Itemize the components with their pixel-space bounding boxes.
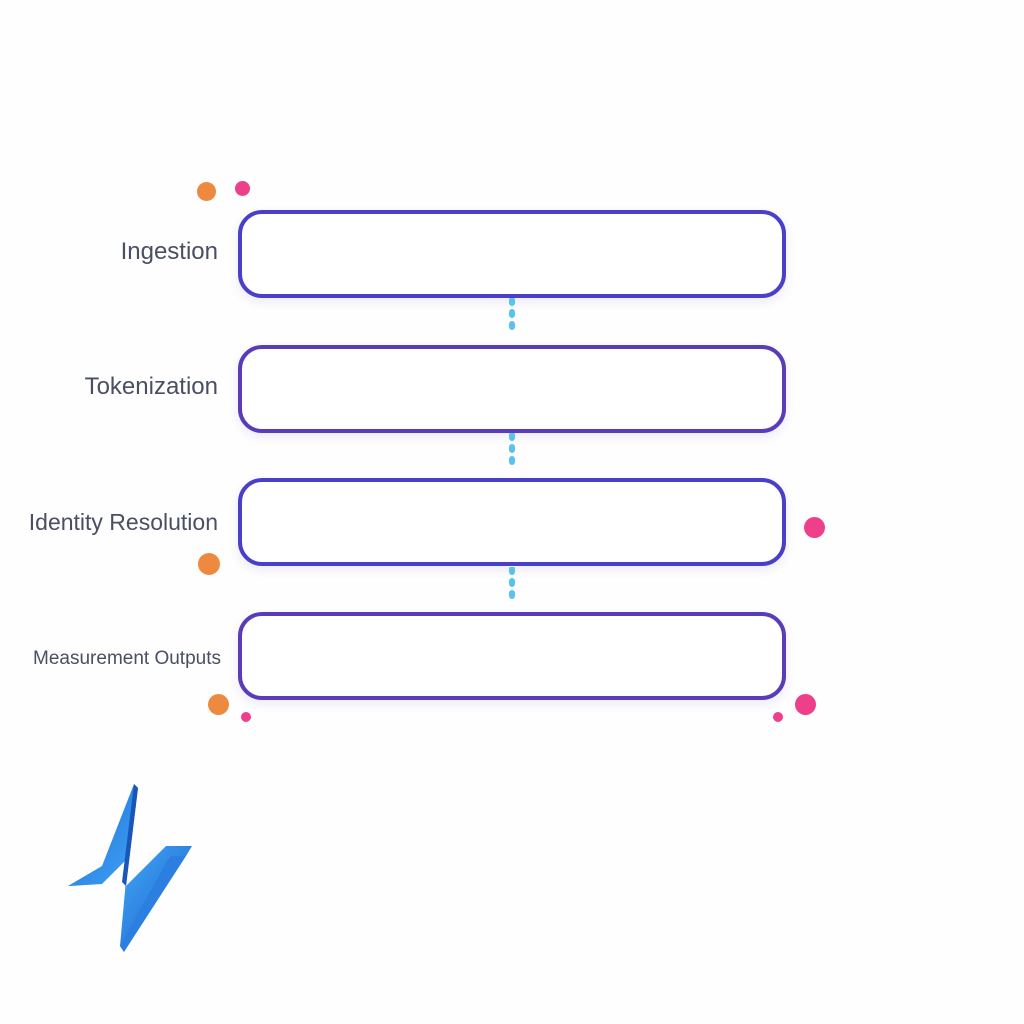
stage-label-measurement-outputs: Measurement Outputs (33, 648, 221, 669)
stage-box-tokenization[interactable] (238, 345, 786, 433)
pink-dot-decoration (235, 181, 250, 196)
dotted-connector (509, 433, 515, 473)
pink-dot-decoration (804, 517, 825, 538)
orange-dot-decoration (198, 553, 220, 575)
pink-dot-decoration (241, 712, 251, 722)
stage-box-measurement-outputs[interactable] (238, 612, 786, 700)
orange-dot-decoration (197, 182, 216, 201)
orange-dot-decoration (208, 694, 229, 715)
stage-label-tokenization: Tokenization (84, 373, 218, 400)
pulse-logo-icon (68, 784, 192, 952)
stage-box-ingestion[interactable] (238, 210, 786, 298)
pink-dot-decoration (773, 712, 783, 722)
stage-label-identity-resolution: Identity Resolution (28, 509, 218, 535)
dotted-connector (509, 567, 515, 607)
stage-box-identity-resolution[interactable] (238, 478, 786, 566)
stage-label-ingestion: Ingestion (120, 238, 218, 265)
pink-dot-decoration (795, 694, 816, 715)
dotted-connector (509, 298, 515, 338)
